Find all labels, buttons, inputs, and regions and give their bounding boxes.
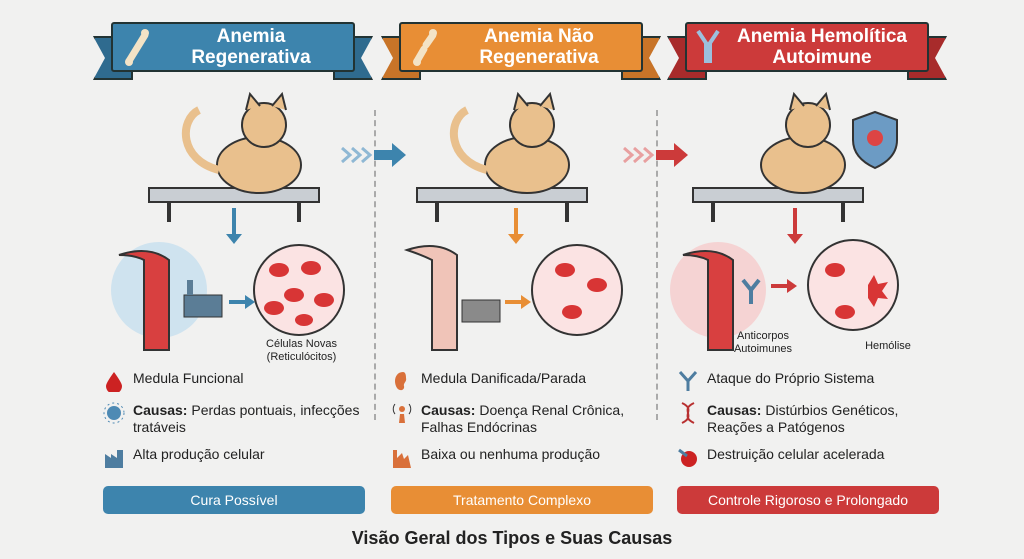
arrow-right-icon (341, 143, 406, 167)
damaged-cell-icon (678, 448, 697, 467)
feature-list: Medula Funcional Causas: Perdas pontuais… (103, 370, 373, 478)
list-item: Alta produção celular (103, 446, 373, 468)
blood-drop-icon (106, 372, 122, 392)
hemolysis-cells-icon (807, 239, 899, 331)
column-title: Anemia Regenerativa (191, 26, 311, 68)
antibody-icon (678, 371, 698, 391)
signal-icon (392, 403, 412, 423)
bone-marrow-icon (118, 250, 170, 351)
list-item: Causas: Distúrbios Genéticos, Reações a … (677, 402, 947, 436)
cat-on-table-icon (692, 91, 864, 222)
bone-marrow-icon (682, 250, 734, 351)
factory-icon (183, 280, 223, 318)
cat-on-table-icon (148, 91, 320, 222)
list-item: Medula Danificada/Parada (391, 370, 661, 392)
virus-icon (103, 402, 125, 424)
list-item: Destruição celular acelerada (677, 446, 947, 468)
divider (374, 110, 376, 420)
list-item: Baixa ou nenhuma produção (391, 446, 661, 468)
illustration (670, 91, 899, 351)
outcome-badge: Tratamento Complexo (391, 486, 653, 514)
antibody-icon (696, 29, 720, 63)
column-non-regenerative: Anemia Não Regenerativa Medula Danificad… (377, 0, 665, 520)
broken-factory-icon (393, 450, 411, 468)
damaged-bone-marrow-icon (403, 245, 458, 351)
dna-icon (681, 402, 695, 424)
sad-cat-on-table-icon (416, 91, 588, 222)
column-regenerative: Anemia Regenerativa Células Novas (Retic… (89, 0, 377, 520)
antibody-icon (741, 278, 761, 304)
outcome-badge: Cura Possível (103, 486, 365, 514)
outcome-badge: Controle Rigoroso e Prolongado (677, 486, 939, 514)
blood-cells-icon (531, 244, 623, 336)
list-item: Causas: Perdas pontuais, infecções tratá… (103, 402, 373, 436)
arrow-right-icon (623, 143, 688, 167)
illustration (111, 91, 345, 351)
illustration (403, 91, 623, 351)
factory-icon (105, 450, 123, 468)
title-banner: Anemia Regenerativa (93, 22, 373, 80)
feature-list: Ataque do Próprio Sistema Causas: Distúr… (677, 370, 947, 478)
list-item: Ataque do Próprio Sistema (677, 370, 947, 392)
bone-icon (125, 29, 149, 66)
page-title: Visão Geral dos Tipos e Suas Causas (351, 528, 673, 548)
broken-factory-icon (461, 299, 501, 323)
column-hemolytic: Anemia Hemolítica Autoimune Anticorpos A… (663, 0, 951, 520)
broken-bone-icon (413, 29, 437, 66)
column-title: Anemia Não Regenerativa (479, 26, 599, 68)
column-title: Anemia Hemolítica Autoimune (737, 26, 907, 68)
title-banner: Anemia Hemolítica Autoimune (667, 22, 947, 80)
list-item: Medula Funcional (103, 370, 373, 392)
list-item: Causas: Doença Renal Crônica, Falhas End… (391, 402, 661, 436)
kidney-icon (395, 372, 407, 391)
title-banner: Anemia Não Regenerativa (381, 22, 661, 80)
hemolysis-label: Hemólise (865, 340, 911, 352)
antibody-label: Anticorpos Autoimunes (733, 330, 793, 355)
cell-label: Células Novas (Reticulócitos) (266, 338, 337, 363)
divider (656, 110, 658, 420)
feature-list: Medula Danificada/Parada Causas: Doença … (391, 370, 661, 478)
